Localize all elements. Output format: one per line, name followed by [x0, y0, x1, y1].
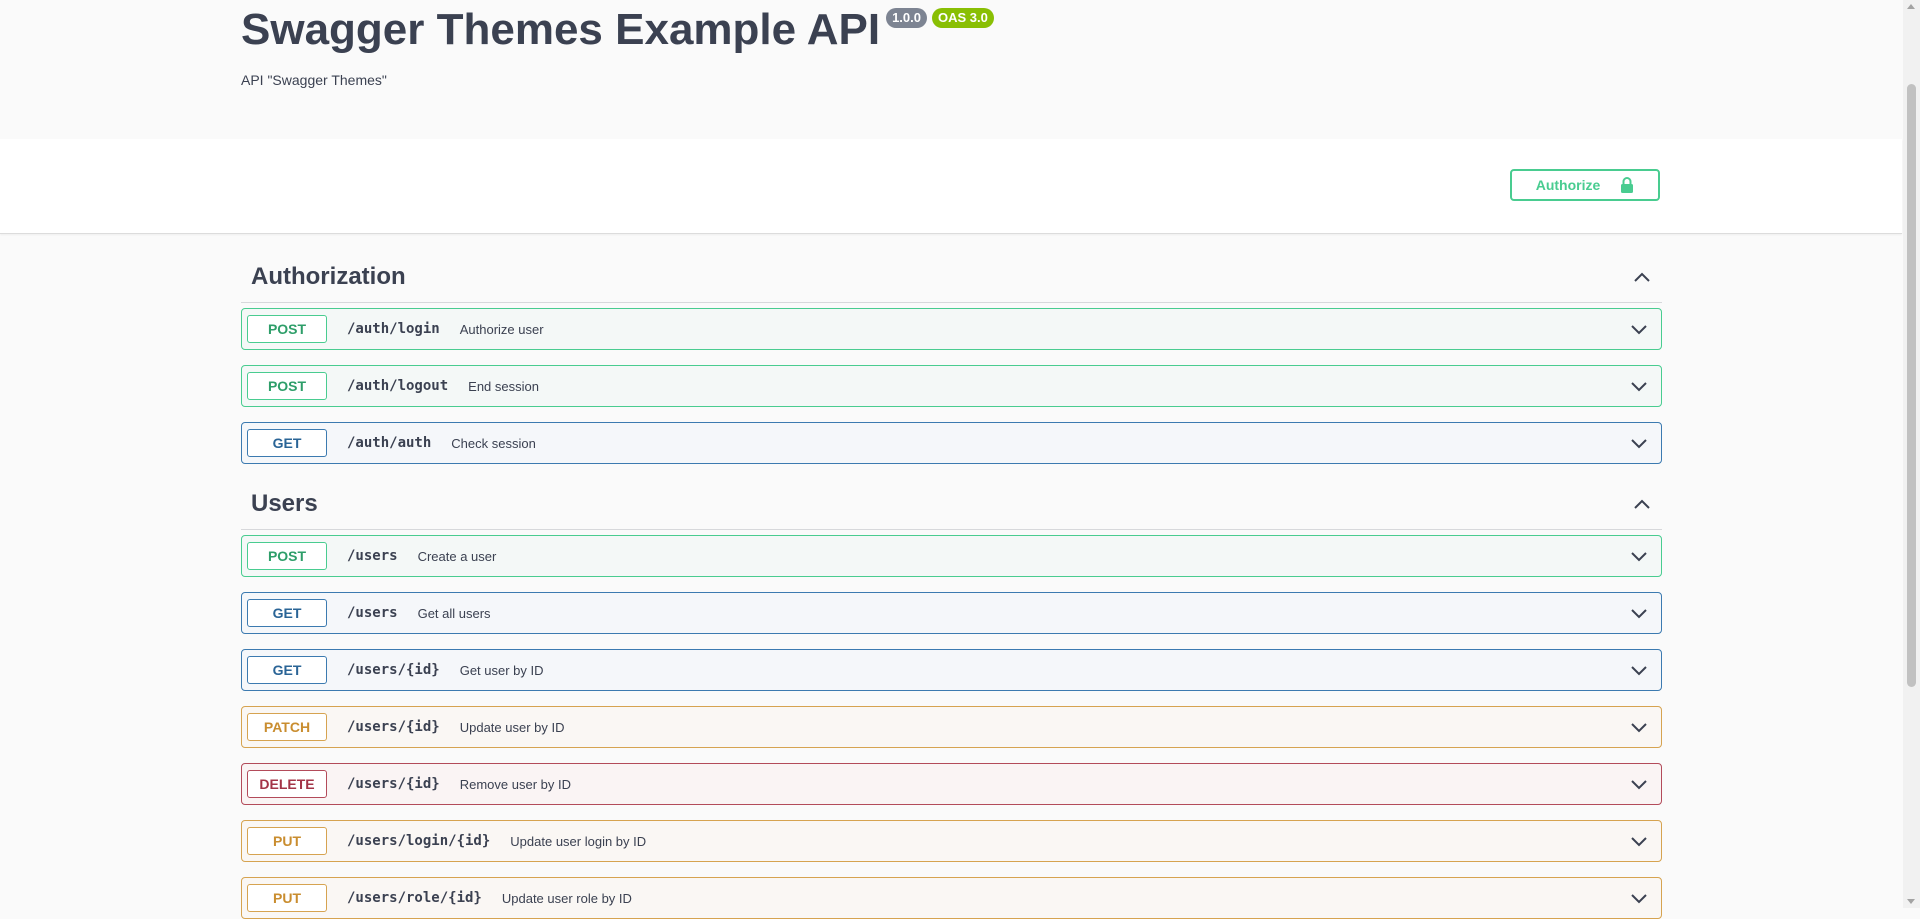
chevron-down-icon[interactable]: [1629, 377, 1649, 397]
method-badge: GET: [247, 429, 327, 457]
chevron-down-icon[interactable]: [1629, 832, 1649, 852]
method-badge: PUT: [247, 827, 327, 855]
method-badge: POST: [247, 542, 327, 570]
operation-path: /auth/auth: [347, 435, 432, 451]
operation-summary: Get user by ID: [459, 662, 544, 678]
operation-post[interactable]: POST/auth/login Authorize user: [241, 308, 1662, 350]
chevron-down-icon[interactable]: [1629, 320, 1649, 340]
operation-summary: Update user by ID: [459, 719, 565, 735]
operation-summary: Create a user: [417, 548, 497, 564]
operation-patch[interactable]: PATCH/users/{id} Update user by ID: [241, 706, 1662, 748]
operation-put[interactable]: PUT/users/login/{id} Update user login by…: [241, 820, 1662, 862]
authorize-button[interactable]: Authorize: [1510, 169, 1660, 201]
api-title: Swagger Themes Example API: [241, 5, 881, 54]
chevron-up-icon[interactable]: [1632, 494, 1652, 514]
chevron-down-icon[interactable]: [1629, 661, 1649, 681]
operation-path: /users/{id}: [347, 776, 440, 792]
operation-path: /users: [347, 605, 398, 621]
oas-badge: OAS 3.0: [931, 8, 994, 28]
operation-get[interactable]: GET/users/{id} Get user by ID: [241, 649, 1662, 691]
operation-delete[interactable]: DELETE/users/{id} Remove user by ID: [241, 763, 1662, 805]
chevron-down-icon[interactable]: [1629, 547, 1649, 567]
title-row: Swagger Themes Example API 1.0.0 OAS 3.0: [241, 4, 994, 57]
operation-path: /auth/logout: [347, 378, 449, 394]
chevron-down-icon[interactable]: [1629, 889, 1649, 909]
tag-header[interactable]: Users: [241, 479, 1662, 530]
authorize-label: Authorize: [1535, 177, 1601, 193]
vertical-scrollbar[interactable]: [1903, 0, 1920, 908]
chevron-down-icon[interactable]: [1629, 718, 1649, 738]
scheme-container: Authorize: [0, 139, 1902, 234]
tag-title: Authorization: [251, 263, 406, 290]
operation-path: /users/role/{id}: [347, 890, 482, 906]
method-badge: GET: [247, 656, 327, 684]
operation-summary: Remove user by ID: [459, 776, 571, 792]
operation-summary: Authorize user: [459, 321, 544, 337]
operation-summary: End session: [468, 378, 539, 394]
method-badge: PATCH: [247, 713, 327, 741]
operation-path: /users: [347, 548, 398, 564]
operation-path: /users/{id}: [347, 662, 440, 678]
operation-path: /users/{id}: [347, 719, 440, 735]
method-badge: POST: [247, 315, 327, 343]
tag-header[interactable]: Authorization: [241, 252, 1662, 303]
operation-path: /auth/login: [347, 321, 440, 337]
api-description: API "Swagger Themes": [241, 72, 387, 88]
chevron-up-icon[interactable]: [1632, 267, 1652, 287]
operation-post[interactable]: POST/auth/logout End session: [241, 365, 1662, 407]
operation-put[interactable]: PUT/users/role/{id} Update user role by I…: [241, 877, 1662, 919]
chevron-down-icon[interactable]: [1629, 775, 1649, 795]
operation-path: /users/login/{id}: [347, 833, 491, 849]
lock-icon: [1620, 176, 1634, 194]
method-badge: PUT: [247, 884, 327, 912]
scroll-down-arrow[interactable]: [1907, 899, 1915, 904]
operation-summary: Get all users: [417, 605, 491, 621]
tag-section-authorization: Authorization POST/auth/login Authorize u…: [241, 252, 1662, 464]
operation-get[interactable]: GET/users Get all users: [241, 592, 1662, 634]
operation-summary: Check session: [451, 435, 536, 451]
api-info: Swagger Themes Example API 1.0.0 OAS 3.0…: [0, 0, 1902, 138]
method-badge: DELETE: [247, 770, 327, 798]
operation-summary: Update user login by ID: [510, 833, 647, 849]
operation-post[interactable]: POST/users Create a user: [241, 535, 1662, 577]
method-badge: POST: [247, 372, 327, 400]
chevron-down-icon[interactable]: [1629, 604, 1649, 624]
chevron-down-icon[interactable]: [1629, 434, 1649, 454]
scroll-thumb[interactable]: [1907, 84, 1916, 687]
version-badge: 1.0.0: [886, 8, 927, 28]
tag-title: Users: [251, 490, 318, 517]
scroll-up-arrow[interactable]: [1907, 4, 1915, 9]
operation-summary: Update user role by ID: [501, 890, 632, 906]
method-badge: GET: [247, 599, 327, 627]
operation-get[interactable]: GET/auth/auth Check session: [241, 422, 1662, 464]
